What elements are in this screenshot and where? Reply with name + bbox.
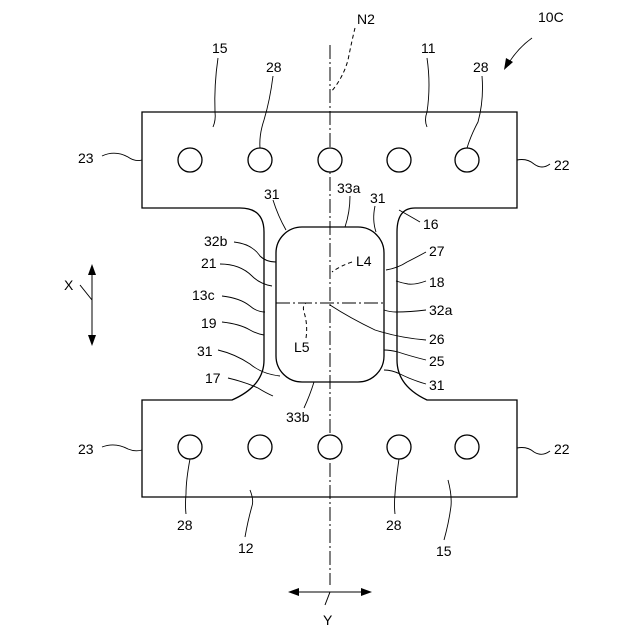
x-arrow-head-down: [88, 335, 96, 346]
leader-27: [386, 252, 426, 270]
hole-top-2: [248, 148, 272, 172]
direction-x-label: X: [64, 277, 74, 293]
leader-23-bottom: [102, 445, 142, 451]
hole-bottom-4: [387, 435, 411, 459]
leader-11: [426, 58, 430, 127]
label-25: 25: [429, 353, 445, 369]
leader-26: [330, 305, 426, 340]
leader-28-bottom-right: [395, 459, 400, 514]
leader-31-lr: [384, 370, 426, 384]
label-32b: 32b: [204, 233, 228, 249]
leader-15-top: [213, 58, 218, 127]
label-28-bottom-right: 28: [386, 517, 402, 533]
label-19: 19: [201, 315, 217, 331]
label-33a: 33a: [337, 180, 361, 196]
figure-ref-arrow: [508, 38, 532, 64]
label-16: 16: [423, 216, 439, 232]
x-arrow-head-up: [88, 264, 96, 275]
figure-ref-label: 10C: [538, 9, 564, 25]
hole-top-5: [455, 148, 479, 172]
label-33b: 33b: [286, 409, 310, 425]
label-31-lr: 31: [429, 377, 445, 393]
label-23-bottom: 23: [78, 441, 94, 457]
label-11: 11: [421, 40, 436, 56]
leader-13c: [222, 296, 265, 312]
y-arrow-head-left: [288, 588, 299, 596]
leader-lines: [102, 58, 550, 540]
leader-31-ll: [218, 350, 280, 376]
hole-top-1: [178, 148, 202, 172]
leader-33a: [345, 196, 350, 227]
label-26: 26: [429, 331, 445, 347]
leader-22-bottom: [517, 448, 550, 455]
label-27: 27: [429, 243, 445, 259]
leader-L4: [332, 262, 352, 272]
label-31-ul: 31: [264, 186, 280, 202]
leader-32b: [234, 242, 276, 262]
y-arrow-head-right: [361, 588, 372, 596]
leader-22-top: [517, 160, 550, 168]
axis-n2-label: N2: [357, 11, 375, 27]
label-31-ll: 31: [197, 343, 213, 359]
figure-ref-arrowhead: [504, 58, 513, 70]
leader-17: [228, 378, 273, 396]
label-31-ur: 31: [370, 190, 386, 206]
leader-16: [399, 210, 420, 222]
label-17: 17: [205, 370, 221, 386]
label-21: 21: [201, 255, 217, 271]
hole-bottom-1: [178, 435, 202, 459]
label-13c: 13c: [192, 287, 215, 303]
hole-top-4: [387, 148, 411, 172]
leader-15-bottom: [444, 480, 451, 540]
n2-leader: [331, 28, 355, 92]
hole-bottom-2: [248, 435, 272, 459]
y-arrow-tick: [325, 592, 330, 605]
leader-19: [222, 322, 264, 335]
label-22-top: 22: [554, 157, 570, 173]
label-23-top: 23: [78, 150, 94, 166]
leader-32a: [384, 310, 426, 312]
leader-L5: [303, 303, 306, 338]
x-arrow-tick: [80, 285, 92, 300]
label-32a: 32a: [429, 302, 453, 318]
label-L5: L5: [294, 339, 310, 355]
leader-33b: [304, 382, 314, 408]
label-15-top: 15: [212, 40, 228, 56]
label-28-bottom-left: 28: [177, 517, 193, 533]
label-28-top-right: 28: [473, 59, 489, 75]
label-22-bottom: 22: [554, 441, 570, 457]
leader-23-top: [102, 153, 142, 160]
direction-y-label: Y: [323, 612, 333, 628]
hole-bottom-5: [455, 435, 479, 459]
leader-25: [384, 350, 426, 360]
hole-bottom-3: [318, 435, 342, 459]
leader-28-bottom-left: [186, 459, 191, 514]
label-12: 12: [238, 540, 254, 556]
leader-31-ur: [374, 206, 376, 232]
hole-top-3: [318, 148, 342, 172]
label-L4: L4: [356, 253, 372, 269]
leader-31-ul: [273, 200, 286, 230]
leader-18: [396, 281, 426, 284]
label-28-top-left: 28: [266, 59, 282, 75]
label-15-bottom: 15: [436, 543, 452, 559]
label-18: 18: [429, 274, 445, 290]
